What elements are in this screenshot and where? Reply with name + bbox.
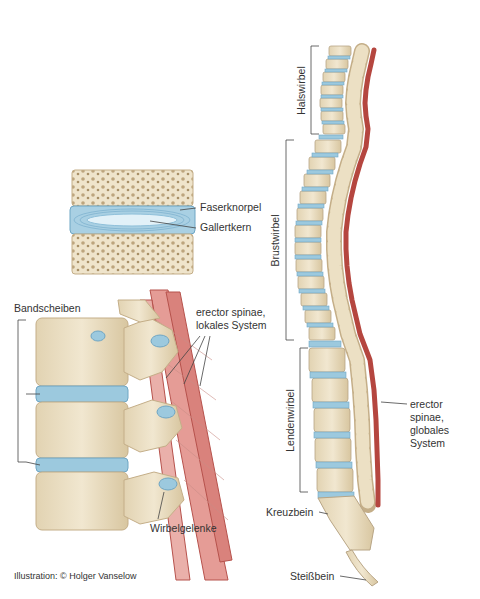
part-label: Steißbein	[290, 570, 334, 583]
region-label: Lendenwirbel	[284, 389, 297, 451]
lumbar-detail	[18, 290, 232, 580]
muscle-label: erector spinae, lokales System	[196, 306, 292, 332]
disc-detail	[70, 170, 196, 274]
credit-note: Illustration: © Holger Vanselow	[14, 570, 137, 583]
part-label: Bandscheiben	[14, 302, 81, 315]
erector-global	[346, 50, 378, 505]
part-label: Wirbelgelenke	[150, 522, 217, 535]
region-label: Halswirbel	[295, 66, 308, 114]
spine-column	[286, 46, 407, 586]
muscle-label: erector spinae, globales System	[410, 398, 472, 450]
part-label: Kreuzbein	[266, 506, 313, 519]
part-label: Gallertkern	[200, 221, 251, 234]
region-label: Brustwirbel	[270, 214, 283, 266]
part-label: Faserknorpel	[200, 201, 261, 214]
